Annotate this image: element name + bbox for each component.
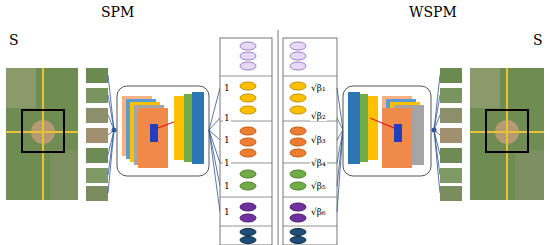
weight-label: 1 — [223, 114, 231, 123]
weight-label: √β₆ — [310, 208, 327, 217]
weight-label: 1 — [223, 208, 231, 217]
weight-label: √β₂ — [310, 112, 327, 121]
weight-label: 1 — [223, 159, 231, 168]
section-title: WSPM — [408, 5, 458, 19]
patch-thumbnails — [432, 68, 463, 201]
satellite-image — [470, 68, 544, 200]
patch-thumbnails — [86, 68, 117, 201]
image-label: S — [532, 33, 544, 47]
divider — [278, 30, 279, 245]
weight-label: 1 — [223, 84, 231, 93]
weight-label: √β₅ — [310, 182, 327, 191]
weight-label: √β₄ — [310, 159, 327, 168]
section-title: SPM — [100, 5, 135, 19]
feature-lines — [337, 88, 343, 212]
weight-label: √β₁ — [310, 84, 327, 93]
cnn-block — [117, 86, 209, 176]
feature-column — [220, 38, 272, 245]
feature-lines — [209, 88, 220, 212]
weight-label: √β₃ — [310, 136, 327, 145]
weight-label: 1 — [223, 182, 231, 191]
cnn-block — [343, 86, 431, 176]
weight-label: 1 — [223, 136, 231, 145]
satellite-image — [6, 68, 78, 200]
image-label: S — [8, 33, 20, 47]
feature-column — [283, 38, 337, 245]
